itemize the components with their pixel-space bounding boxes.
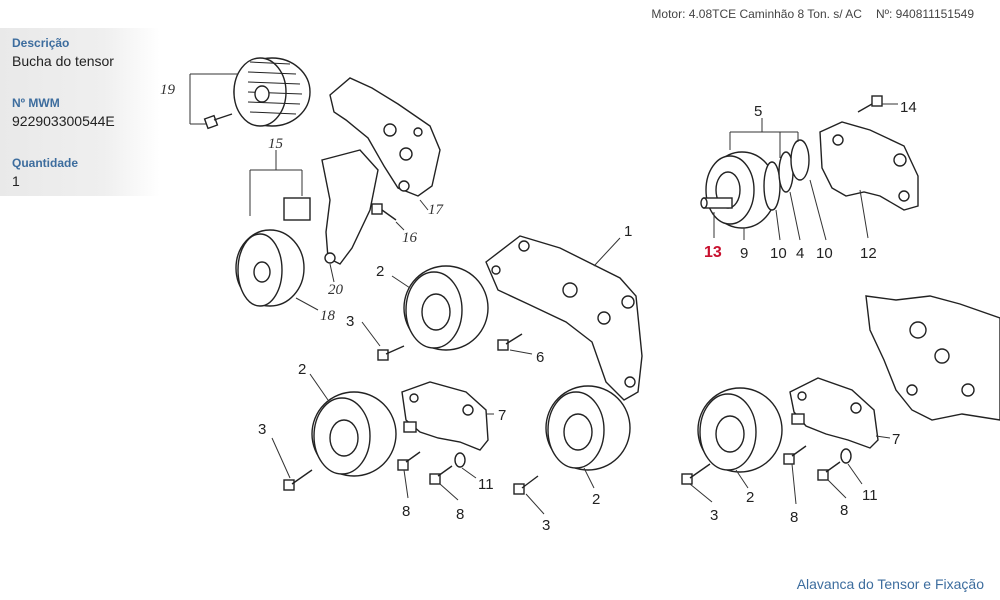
callout-4[interactable]: 4 [796,245,804,262]
quantity-block: Quantidade 1 [12,156,78,189]
bolt-8-right-b[interactable] [817,461,841,481]
bolt-8-left-b[interactable] [429,465,453,485]
engine-model: Motor: 4.08TCE Caminhão 8 Ton. s/ AC [651,7,862,21]
callout-8-right-b[interactable]: 8 [840,502,848,519]
pulley-18[interactable] [235,229,305,307]
bolt-8-left-a[interactable] [397,451,421,471]
mwm-value: 922903300544E [12,113,115,129]
callout-12[interactable]: 12 [860,245,877,262]
description-value: Bucha do tensor [12,53,114,69]
bolt-8-right-a[interactable] [783,445,807,465]
bearing-10-right[interactable] [790,139,810,181]
callout-2-center[interactable]: 2 [376,263,384,280]
washer-11-right[interactable] [840,448,852,464]
callout-3-left[interactable]: 3 [258,421,266,438]
callout-2-right[interactable]: 2 [746,489,754,506]
callout-18[interactable]: 18 [320,308,336,324]
tensioner-arm-15[interactable] [283,149,379,265]
quantity-value: 1 [12,173,20,189]
callout-2-lower-center[interactable]: 2 [592,491,600,508]
pulley-19[interactable] [233,57,311,127]
mounting-bracket-1[interactable] [485,235,643,401]
callout-20[interactable]: 20 [328,282,344,298]
callout-11-right[interactable]: 11 [862,487,878,504]
mwm-label: Nº MWM [12,96,60,110]
bolt-6[interactable] [497,333,523,351]
bolt-14[interactable] [857,95,883,113]
description-block: Descrição Bucha do tensor [12,36,114,69]
callout-8-left-a[interactable]: 8 [402,503,410,520]
callout-11-left[interactable]: 11 [478,476,494,493]
part-info-panel: Descrição Bucha do tensor Nº MWM 9229033… [0,28,160,196]
engine-bracket-partial [865,295,1000,421]
quantity-label: Quantidade [12,156,79,170]
washer-11-left[interactable] [454,452,466,468]
callout-8-left-b[interactable]: 8 [456,506,464,523]
callout-13-highlighted[interactable]: 13 [704,244,722,261]
mwm-block: Nº MWM 922903300544E [12,96,115,129]
callout-3-right[interactable]: 3 [710,507,718,524]
callout-5[interactable]: 5 [754,103,762,120]
part-number: Nº: 940811151549 [875,7,974,21]
bracket-17[interactable] [329,77,441,197]
callout-14[interactable]: 14 [900,99,917,116]
callout-17[interactable]: 17 [428,202,445,218]
tensioner-lever-7-left[interactable] [401,381,489,451]
pulley-2-lower-center[interactable] [545,385,631,471]
description-label: Descrição [12,36,70,50]
bolt-3-center[interactable] [377,345,405,361]
callout-6[interactable]: 6 [536,349,544,366]
bushing-13[interactable] [700,197,733,209]
callout-19[interactable]: 19 [160,82,176,98]
tensioner-lever-link[interactable]: Alavanca do Tensor e Fixação [796,576,984,592]
callout-9[interactable]: 9 [740,245,748,262]
bolt-3-right[interactable] [681,463,711,485]
callout-8-right-a[interactable]: 8 [790,509,798,526]
callout-1[interactable]: 1 [624,223,632,240]
callout-10-right[interactable]: 10 [816,245,833,262]
pulley-2-center[interactable] [403,265,489,351]
pulley-2-left[interactable] [311,391,397,477]
callout-10-left[interactable]: 10 [770,245,787,262]
engine-info: Motor: 4.08TCE Caminhão 8 Ton. s/ AC Nº: … [651,7,974,21]
callout-16[interactable]: 16 [402,230,418,246]
tensioner-lever-7-right[interactable] [789,377,879,449]
callout-7-left[interactable]: 7 [498,407,506,424]
callout-2-left[interactable]: 2 [298,361,306,378]
bolt-16[interactable] [371,203,397,221]
bolt-3-left[interactable] [283,469,313,491]
callout-3-center[interactable]: 3 [346,313,354,330]
callout-15[interactable]: 15 [268,136,284,152]
bracket-12[interactable] [819,121,919,211]
callout-3-lower-center[interactable]: 3 [542,517,550,534]
bolt-3-lower-center[interactable] [513,475,539,495]
bearing-10-left[interactable] [763,161,781,211]
bolt-19[interactable] [203,113,233,130]
pulley-2-right[interactable] [697,387,783,473]
callout-7-right[interactable]: 7 [892,431,900,448]
